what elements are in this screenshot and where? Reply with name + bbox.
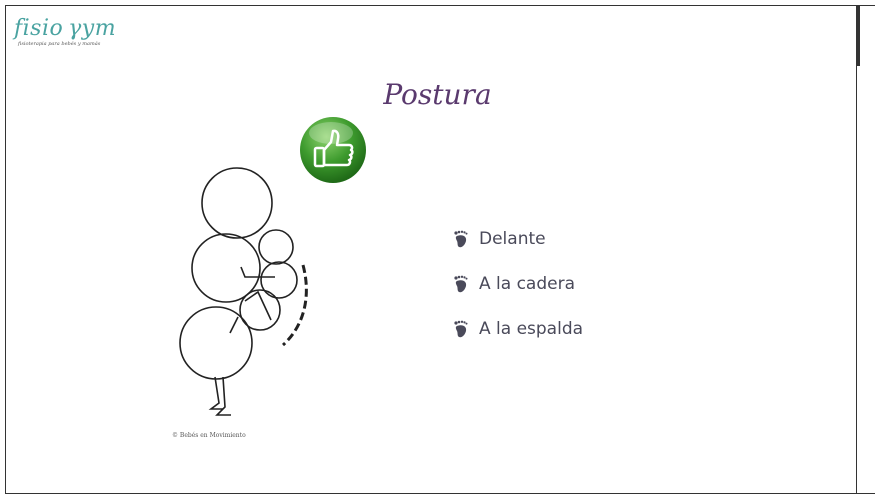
list-item-label: Delante (479, 229, 546, 249)
logo-tagline: fisioterapia para bebés y mamás (18, 41, 101, 47)
baby-foot-icon (454, 230, 468, 248)
baby-foot-icon (454, 320, 468, 338)
list-item-delante: Delante (453, 228, 583, 250)
carrier-strap (281, 264, 308, 347)
logo-name: fisio γym (14, 16, 117, 41)
list-item-a-la-espalda: A la espalda (453, 318, 583, 340)
slide-frame (5, 5, 857, 494)
baby-foot-icon (454, 275, 468, 293)
adult-head (201, 167, 273, 239)
baby-head (258, 229, 294, 265)
logo: fisio γym fisioterapia para bebés y mamá… (14, 16, 117, 48)
posture-list: Delante A la cadera A la espalda (453, 228, 583, 363)
scrollbar-thumb[interactable] (857, 6, 860, 66)
list-item-a-la-cadera: A la cadera (453, 273, 583, 295)
list-item-label: A la espalda (479, 319, 584, 339)
vertical-scrollbar[interactable] (857, 5, 875, 494)
list-item-label: A la cadera (479, 274, 575, 294)
babywearing-illustration (179, 167, 308, 416)
copyright-text: © Bebés en Movimiento (172, 432, 246, 439)
thumbs-up-icon (300, 117, 366, 183)
adult-torso (191, 233, 261, 303)
baby-body (260, 261, 298, 299)
slide-title: Postura (383, 78, 492, 111)
baby-legs (239, 289, 281, 331)
